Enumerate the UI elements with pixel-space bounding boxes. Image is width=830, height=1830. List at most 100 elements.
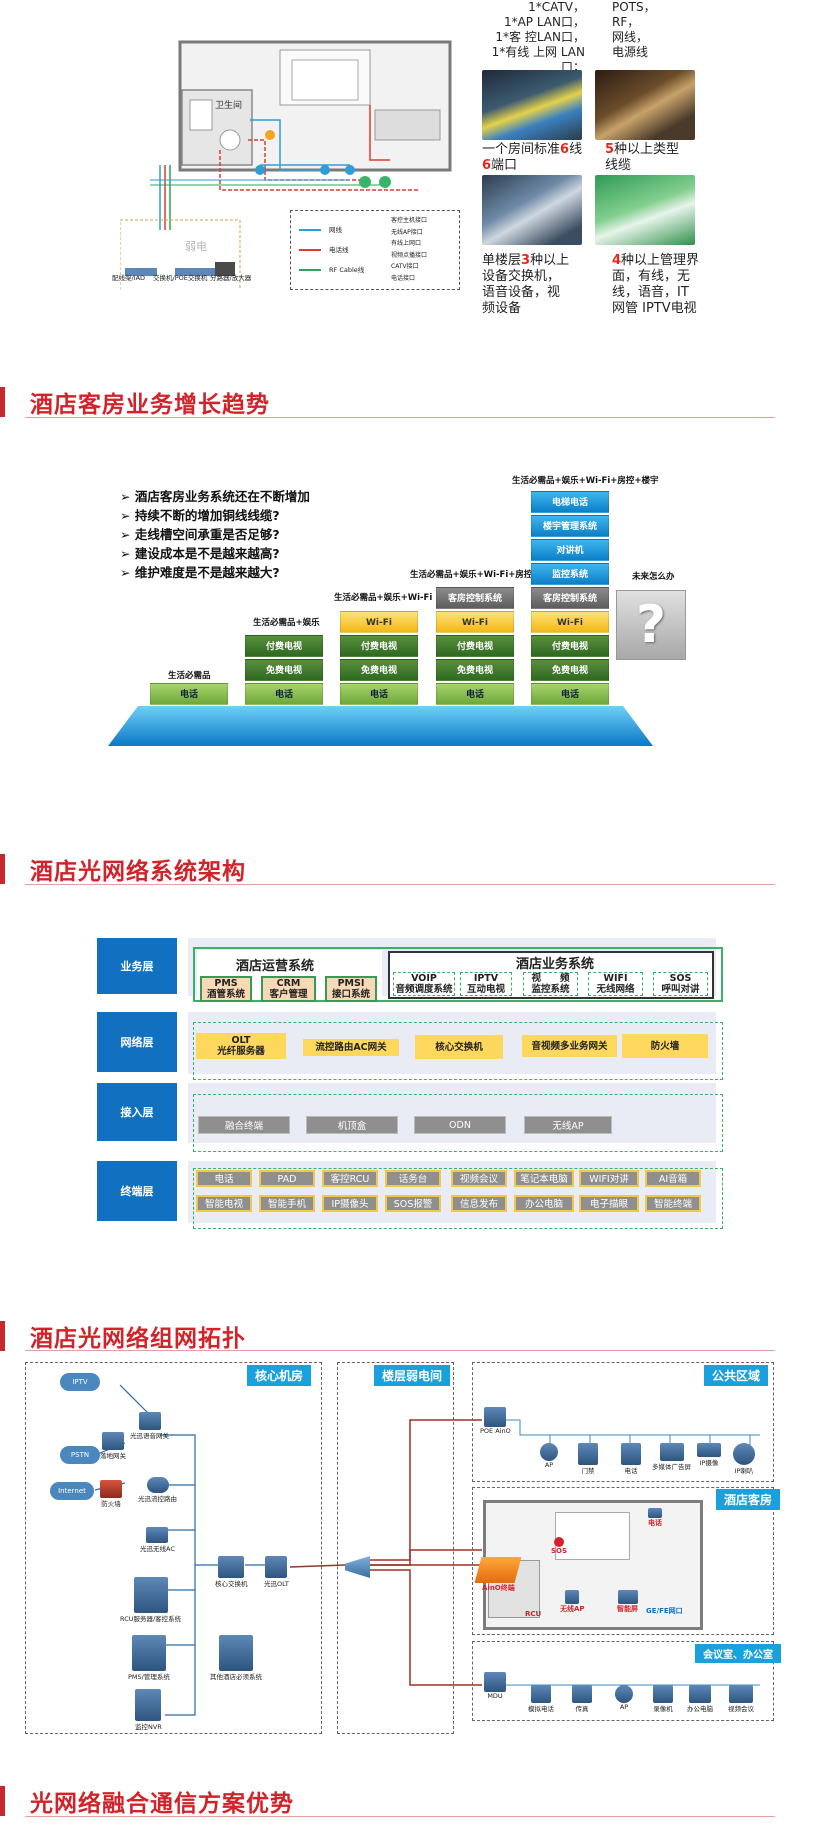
section-title-advantages: 光网络融合通信方案优势: [30, 1791, 294, 1817]
section-marker: [0, 387, 5, 417]
terminal-item: WIFI对讲: [579, 1170, 639, 1187]
section-divider: [25, 1816, 775, 1817]
screen-icon: [617, 1590, 638, 1604]
aino-terminal-icon: [474, 1557, 522, 1583]
ops-pms-code: PMS: [214, 978, 238, 989]
caption-number: 5: [605, 142, 615, 157]
legend-port-vod: 视频点播接口: [391, 251, 428, 259]
access-frame: [193, 1094, 723, 1152]
video-conference: 视频会议: [728, 1685, 754, 1713]
block-room-control: 客房控制系统: [531, 587, 609, 609]
ip-camera: IP摄像: [697, 1443, 721, 1467]
column-title: 生活必需品: [168, 671, 211, 681]
device-label: RCU服务器/客控系统: [120, 1615, 182, 1623]
caption-text: 单楼层: [482, 253, 522, 268]
ap-icon: [540, 1443, 558, 1461]
caption-number: 4: [612, 253, 622, 268]
bed-shape: [555, 1512, 630, 1560]
terminal-item: 智能电视: [196, 1195, 252, 1212]
device-label: 核心交换机: [215, 1580, 248, 1588]
net-flow-router: 流控路由AC网关: [303, 1039, 399, 1056]
block-phone: 电话: [245, 683, 323, 705]
sos-icon: [554, 1537, 565, 1547]
caption-number: 3: [521, 253, 531, 268]
terminal-item: 智能终端: [645, 1195, 701, 1212]
terminal-item: SOS报警: [385, 1195, 441, 1212]
block-phone: 电话: [340, 683, 418, 705]
terminal-item: 办公电脑: [514, 1195, 574, 1212]
video-conference-icon: [729, 1685, 753, 1703]
floor-switch-photo: [482, 175, 582, 245]
biz-iptv-code: IPTV: [473, 973, 499, 984]
device-label: IP喇叭: [734, 1467, 754, 1475]
bullet-item: 持续不断的增加铜线线缆?: [120, 506, 310, 525]
screen-icon: [659, 1443, 684, 1461]
biz-video-code: 视 频: [531, 973, 570, 984]
phone-icon: [648, 1508, 662, 1518]
iptv-cloud-icon: IPTV: [60, 1373, 100, 1391]
zone-floor-weak: [337, 1362, 454, 1734]
device-label: IP摄像: [699, 1459, 719, 1467]
device-label: 多媒体广告屏: [652, 1463, 691, 1471]
caption-text: 面，有线，无: [612, 269, 691, 284]
section-divider: [25, 417, 775, 418]
bullet-item: 建设成本是不是越来越高?: [120, 544, 310, 563]
room-wiring-floorplan: 卫生间 弱电 配线架/IAD 交换机/POE交换机 分路器/放大器: [112, 40, 460, 301]
port-ap: 1*AP LAN口，: [503, 15, 585, 29]
legend-port-catv: CATV接口: [391, 263, 419, 270]
access-odn: ODN: [414, 1116, 506, 1134]
floorplan-legend: 网线 电话线 RF Cable线 客控主机接口 无线AP接口 有线上网口 视频点…: [290, 210, 460, 290]
biz-video-desc: 监控系统: [531, 984, 570, 995]
equipment-label-switch: 交换机/POE交换机: [153, 274, 208, 282]
question-box: ?: [616, 590, 686, 660]
device-label: 模拟电话: [528, 1705, 554, 1713]
zone-office: [472, 1641, 774, 1721]
legend-line-phone-label: 电话线: [329, 246, 349, 254]
terminal-item: 话务台: [385, 1170, 441, 1187]
net-olt-desc: 光纤服务器: [217, 1046, 265, 1057]
block-paid-tv: 付费电视: [245, 635, 323, 657]
section-divider: [25, 1350, 775, 1351]
legend-port-phone: 电话接口: [391, 274, 416, 282]
caption-number: 6: [560, 142, 570, 157]
biz-voip-code: VOIP: [411, 973, 437, 984]
block-elevator-phone: 电梯电话: [531, 491, 609, 513]
fax: 传真: [572, 1685, 592, 1713]
public-ap: AP: [540, 1443, 558, 1469]
room-rcu: RCU: [525, 1610, 541, 1618]
firewall-icon: [100, 1480, 122, 1498]
device-label: PMS/管理系统: [128, 1673, 170, 1681]
caption-text: 种以上管理界: [621, 253, 700, 268]
port-rcu: 1*客 控LAN口，: [495, 30, 585, 44]
speaker-icon: [733, 1443, 755, 1465]
device-label: MDU: [487, 1692, 503, 1700]
device-label: POE AinO: [480, 1427, 511, 1435]
section-marker: [0, 1786, 5, 1816]
growth-bullets: 酒店客房业务系统还在不断增加 持续不断的增加铜线线缆? 走线槽空间承重是否足够?…: [120, 487, 310, 582]
device-label: 光迅OLT: [264, 1580, 289, 1588]
ad-screen: 多媒体广告屏: [652, 1443, 691, 1471]
floorplan-drawing: [119, 40, 452, 301]
block-free-tv: 免费电视: [436, 659, 514, 681]
device-label: 传真: [575, 1705, 589, 1713]
block-paid-tv: 付费电视: [436, 635, 514, 657]
block-free-tv: 免费电视: [245, 659, 323, 681]
net-core-switch: 核心交换机: [415, 1035, 503, 1059]
photo3-caption: 单楼层3种以上 设备交换机， 语音设备，视 频设备: [482, 253, 569, 317]
zone-public-tag: 公共区域: [704, 1365, 769, 1386]
caption-number: 6: [482, 158, 492, 173]
device-label: RCU: [525, 1610, 542, 1618]
router-icon: [146, 1477, 169, 1493]
port-catv: 1*CATV，: [528, 0, 585, 14]
legend-line-network: [299, 229, 321, 231]
network-frame: [193, 1022, 723, 1080]
block-free-tv: 免费电视: [531, 659, 609, 681]
access-set-top-box: 机顶盒: [306, 1116, 398, 1134]
mdu-device: MDU: [484, 1672, 506, 1700]
router-icon: [138, 1412, 161, 1430]
device-label: 监控NVR: [135, 1723, 162, 1731]
rcu-server-device: RCU服务器/客控系统: [120, 1577, 181, 1623]
device-label: 电话: [648, 1519, 662, 1527]
